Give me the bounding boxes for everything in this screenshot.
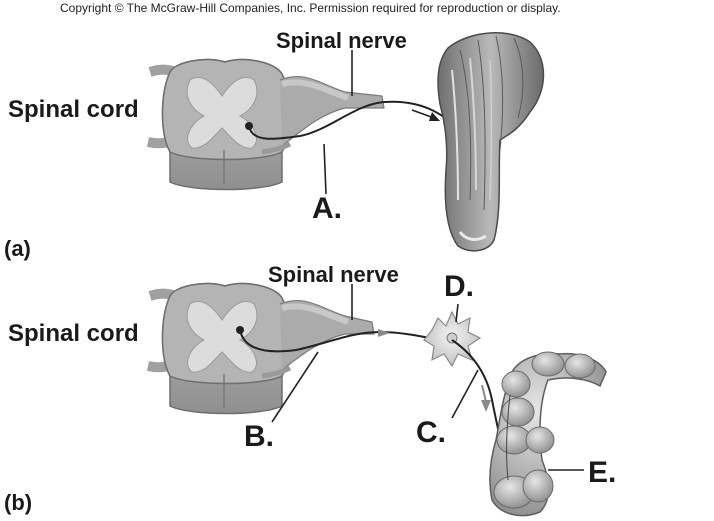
label-c-leader	[451, 369, 479, 419]
spinal-nerve-label-b: Spinal nerve	[268, 262, 399, 287]
label-a-leader	[323, 143, 327, 195]
spinal-cord-a	[146, 58, 291, 191]
spinal-cord-b	[146, 282, 291, 415]
copyright-notice: Copyright © The McGraw-Hill Companies, I…	[60, 1, 561, 15]
label-B: B.	[244, 420, 274, 453]
panel-label-a: (a)	[4, 236, 31, 261]
label-E: E.	[588, 456, 617, 489]
motor-axon-a	[248, 100, 473, 149]
spinal-cord-label-a: Spinal cord	[8, 96, 139, 123]
spinal-cord-label-b: Spinal cord	[8, 320, 139, 347]
label-C: C.	[416, 416, 446, 449]
preganglionic-axon	[239, 329, 441, 353]
label-A: A.	[312, 192, 342, 225]
panel-label-b: (b)	[4, 490, 33, 515]
impulse-arrow-b2	[481, 400, 491, 412]
spinal-nerve-b	[261, 299, 375, 379]
impulse-arrow-b1	[378, 329, 390, 337]
label-b-leader	[271, 351, 319, 423]
impulse-arrow-a	[411, 109, 440, 121]
intestine-organ	[489, 351, 607, 517]
skeletal-muscle	[437, 32, 545, 252]
label-D: D.	[444, 270, 474, 303]
spinal-nerve-label-a: Spinal nerve	[276, 28, 407, 53]
label-d-leader	[455, 303, 459, 323]
